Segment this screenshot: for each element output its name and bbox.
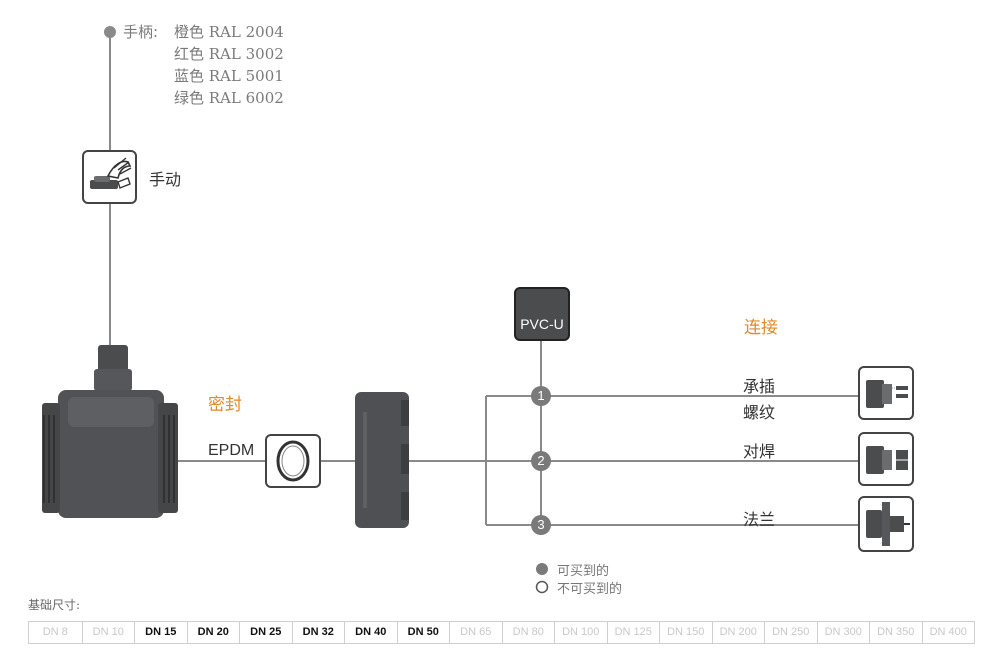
size-cell: DN 350 [869,622,922,643]
size-cell: DN 32 [291,622,345,643]
size-cell: DN 150 [659,622,712,643]
connection-option-3-number: 3 [531,515,551,535]
connection-option-3-box [858,496,914,552]
size-cell: DN 125 [606,622,660,643]
o-ring-icon [276,440,310,482]
handle-label: 手柄: [123,23,159,41]
size-cell: DN 8 [42,626,68,638]
sizes-title: 基础尺寸: [28,598,81,612]
size-cell: DN 40 [344,622,397,643]
connection-option-2-label: 对焊 [743,442,776,461]
available-legend-label: 可买到的 [557,564,610,579]
union-nut-icon [355,392,409,528]
connection-option-3-label: 法兰 [743,510,776,529]
handle-color-red: 红色 RAL 3002 [174,45,284,63]
body-material-box: PVC-U [514,287,570,341]
manual-hand-icon [90,157,132,189]
connection-option-1-label-line2: 螺纹 [743,403,776,422]
size-cell: DN 20 [186,622,240,643]
handle-color-orange: 橙色 RAL 2004 [174,23,284,41]
size-cell: DN 400 [921,622,975,643]
handle-color-green: 绿色 RAL 6002 [174,89,284,107]
actuation-label: 手动 [149,170,182,189]
manual-actuation-box [82,150,137,204]
flange-connection-icon [866,502,910,546]
socket-thread-connection-icon [866,380,908,408]
size-cell: DN 15 [134,622,187,643]
connection-option-2-number: 2 [531,451,551,471]
handle-dot-icon [104,26,116,38]
size-cell: DN 25 [239,622,292,643]
size-cell: DN 80 [501,622,555,643]
size-cell: DN 200 [711,622,765,643]
size-cell: DN 50 [396,622,450,643]
size-cell: DN 250 [764,622,817,643]
available-legend-icon [536,563,548,575]
connection-option-2-box [858,432,914,486]
valve-body-icon [42,345,178,518]
o-ring-box [265,434,321,488]
handle-color-list: 橙色 RAL 2004 红色 RAL 3002 蓝色 RAL 5001 绿色 R… [174,21,284,109]
size-cell: DN 300 [816,622,870,643]
handle-color-blue: 蓝色 RAL 5001 [174,67,284,85]
seal-material: EPDM [208,442,255,459]
butt-weld-connection-icon [866,446,908,474]
unavailable-legend-label: 不可买到的 [557,582,623,597]
size-cell: DN 100 [554,622,607,643]
connection-option-1-label-line1: 承插 [743,377,776,396]
unavailable-legend-icon [535,580,549,594]
connection-title: 连接 [744,318,778,338]
connection-option-1-box [858,366,914,420]
size-cell: DN 65 [449,622,502,643]
seal-title: 密封 [208,395,242,415]
connection-option-1-number: 1 [531,386,551,406]
size-cell: DN 10 [81,622,135,643]
body-material-label: PVC-U [520,316,564,332]
